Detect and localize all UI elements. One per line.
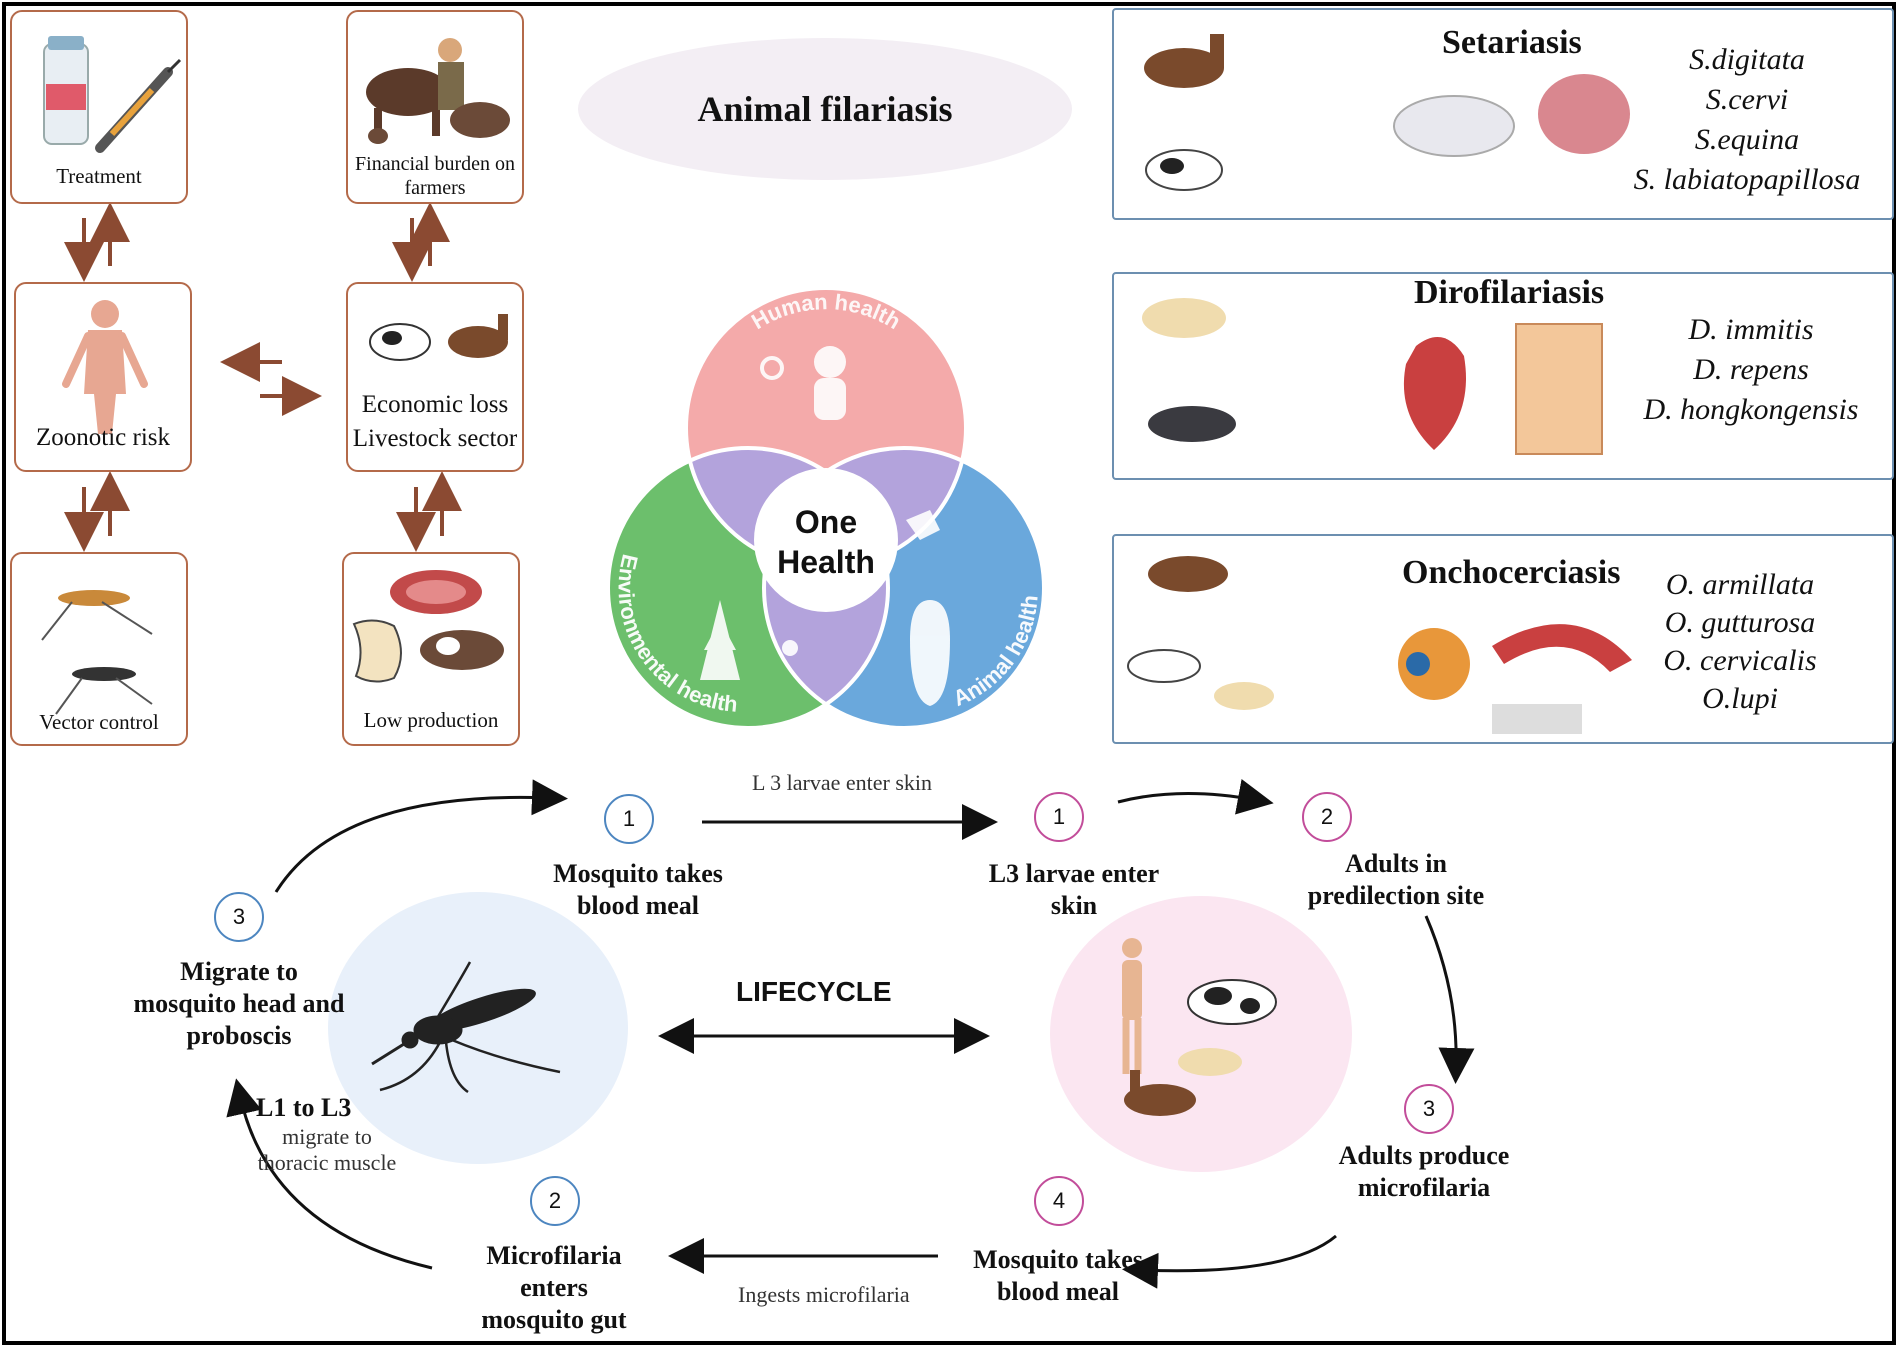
l1-to-l3-sub: migrate to thoracic muscle xyxy=(242,1124,412,1176)
step-line: microfilaria xyxy=(1357,1173,1491,1202)
treatment-label: Treatment xyxy=(56,164,142,188)
mosquito-circle-bg xyxy=(328,892,628,1164)
dog-cat-heart-skin-icon xyxy=(1142,298,1603,455)
host-step-3-text: Adults produce microfilaria xyxy=(1314,1140,1534,1204)
species-name: O. gutturosa xyxy=(1664,606,1816,639)
farmer-livestock-icon xyxy=(366,38,510,144)
horse-cow-organ-icon xyxy=(1144,34,1630,191)
host-step-3-badge: 3 xyxy=(1404,1084,1454,1134)
mosquito-icon xyxy=(41,590,153,715)
step-line: mosquito head and xyxy=(133,989,345,1018)
onchocerciasis-box: Onchocerciasis O. armillata O. gutturosa… xyxy=(1112,534,1894,744)
step-line: proboscis xyxy=(186,1021,292,1050)
mosquito-step-1-badge: 1 xyxy=(604,794,654,844)
species-name: S.digitata xyxy=(1689,43,1805,76)
setariasis-title: Setariasis xyxy=(1442,24,1582,61)
vaccine-syringe-icon xyxy=(43,36,182,153)
host-step-2-text: Adults in predilection site xyxy=(1296,848,1496,912)
economic-loss-line-1: Economic loss xyxy=(361,391,509,418)
human-body-icon xyxy=(62,300,148,434)
host-step-4-badge: 4 xyxy=(1034,1176,1084,1226)
cow-horse-icon xyxy=(369,314,508,361)
step-line: Adults produce xyxy=(1338,1141,1510,1170)
species-name: S.cervi xyxy=(1705,83,1789,116)
top-arrow-label: L 3 larvae enter skin xyxy=(752,770,932,795)
host-step-1-text: L3 larvae enter skin xyxy=(964,858,1184,922)
host-step-1-badge: 1 xyxy=(1034,792,1084,842)
species-name: O. cervicalis xyxy=(1663,644,1817,677)
bottom-arrow-label: Ingests microfilaria xyxy=(738,1282,910,1307)
species-name: S. labiatopapillosa xyxy=(1633,163,1861,196)
step-line: Microfilaria xyxy=(486,1241,622,1270)
species-name: O.lupi xyxy=(1702,682,1778,715)
species-name: O. armillata xyxy=(1665,568,1815,601)
main-title: Animal filariasis xyxy=(697,89,953,129)
species-name: D. repens xyxy=(1693,353,1809,386)
lifecycle-label: LIFECYCLE xyxy=(736,976,892,1007)
step-line: Mosquito takes xyxy=(973,1245,1143,1274)
species-name: D. hongkongensis xyxy=(1643,393,1859,426)
step-line: mosquito gut xyxy=(481,1305,627,1334)
host-step-4-text: Mosquito takes blood meal xyxy=(942,1244,1174,1308)
dirofilariasis-species: D. immitis D. repens D. hongkongensis xyxy=(1616,310,1886,430)
vector-control-box: Vector control xyxy=(10,552,188,746)
mosquito-step-3-badge: 3 xyxy=(214,892,264,942)
treatment-box: Treatment xyxy=(10,10,188,204)
step-line: enters xyxy=(520,1273,588,1302)
one-health-center-text: One Health xyxy=(754,502,898,582)
step-line: predilection site xyxy=(1307,881,1485,910)
step-line: skin xyxy=(1050,891,1098,920)
one-health-line-1: One xyxy=(794,504,858,540)
step-line: blood meal xyxy=(576,891,700,920)
financial-burden-label: Financial burden on farmers xyxy=(355,153,515,199)
horse-cow-dog-eye-vessel-icon xyxy=(1127,556,1632,734)
mosquito-step-1-text: Mosquito takes blood meal xyxy=(530,858,746,922)
lifecycle-hosts-icon xyxy=(1122,938,1277,1116)
vector-control-label: Vector control xyxy=(39,710,159,734)
species-name: S.equina xyxy=(1694,123,1800,156)
setariasis-box: Setariasis S.digitata S.cervi S.equina S… xyxy=(1112,8,1894,220)
mosquito-step-2-badge: 2 xyxy=(530,1176,580,1226)
step-line: L3 larvae enter xyxy=(988,859,1160,888)
lifecycle-mosquito-icon xyxy=(371,961,561,1094)
title-ellipse xyxy=(578,38,1072,180)
step-line: Adults in xyxy=(1345,849,1447,878)
low-production-label: Low production xyxy=(363,708,499,732)
one-health-center xyxy=(754,468,898,612)
low-production-box: Low production xyxy=(342,552,520,746)
onchocerciasis-title: Onchocerciasis xyxy=(1402,554,1621,591)
dirofilariasis-box: Dirofilariasis D. immitis D. repens D. h… xyxy=(1112,272,1894,480)
step-line: Mosquito takes xyxy=(553,859,723,888)
step-line: Migrate to xyxy=(180,957,298,986)
species-name: D. immitis xyxy=(1688,313,1814,346)
one-health-line-2: Health xyxy=(777,544,875,580)
mosquito-step-3-text: Migrate to mosquito head and proboscis xyxy=(128,956,350,1052)
onchocerciasis-species: O. armillata O. gutturosa O. cervicalis … xyxy=(1594,566,1886,718)
financial-burden-box: Financial burden on farmers xyxy=(346,10,524,204)
host-circle-bg xyxy=(1050,896,1352,1172)
l1-to-l3-sub-line: thoracic muscle xyxy=(257,1150,397,1175)
dirofilariasis-title: Dirofilariasis xyxy=(1414,274,1605,311)
l1-to-l3-label: L1 to L3 xyxy=(256,1093,352,1122)
economic-loss-line-2: Livestock sector xyxy=(352,425,518,452)
meat-leather-cow-icon xyxy=(352,570,504,683)
economic-loss-label: Economic loss Livestock sector xyxy=(348,388,522,456)
host-step-2-badge: 2 xyxy=(1302,792,1352,842)
l1-to-l3-sub-line: migrate to xyxy=(282,1124,372,1149)
mosquito-step-2-text: Microfilaria enters mosquito gut xyxy=(456,1240,652,1336)
economic-loss-box: Economic loss Livestock sector xyxy=(346,282,524,472)
step-line: blood meal xyxy=(996,1277,1120,1306)
zoonotic-risk-label: Zoonotic risk xyxy=(35,424,170,451)
setariasis-species: S.digitata S.cervi S.equina S. labiatopa… xyxy=(1602,40,1892,200)
zoonotic-risk-box: Zoonotic risk xyxy=(14,282,192,472)
